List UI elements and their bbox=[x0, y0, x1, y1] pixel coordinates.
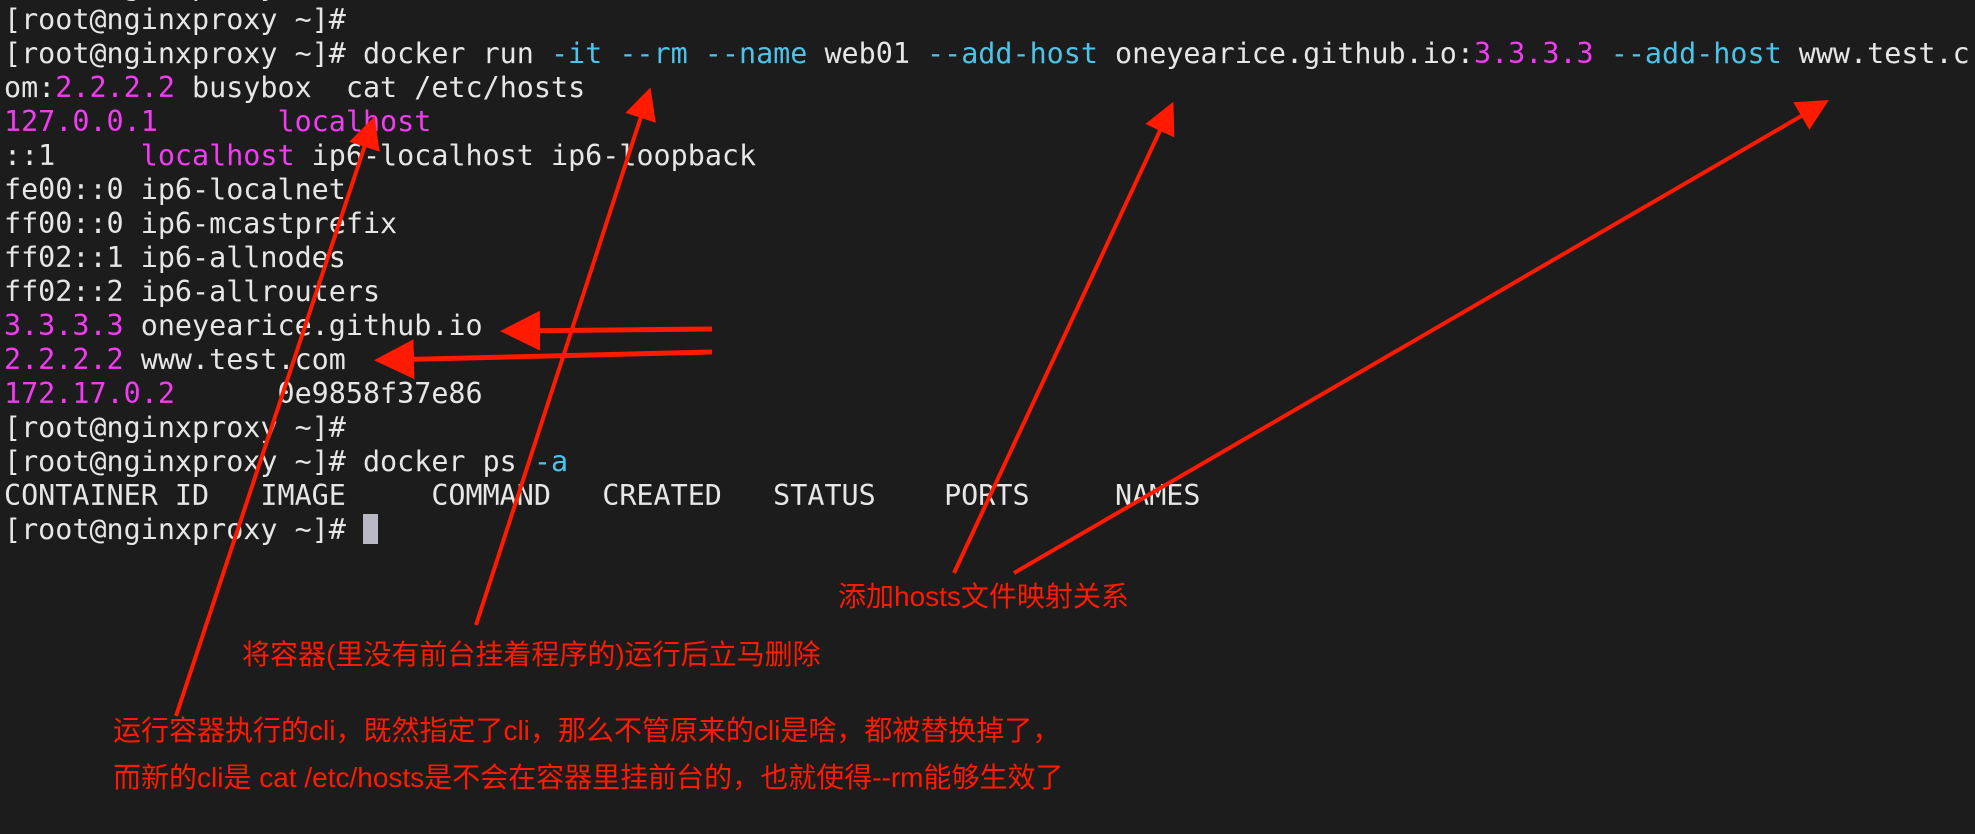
terminal-text: 0e9858f37e86 bbox=[174, 377, 483, 410]
terminal-text: -it --rm --name bbox=[550, 37, 808, 70]
annotation-rm-explain: 将容器(里没有前台挂着程序的)运行后立马删除 bbox=[242, 639, 821, 670]
terminal-text: -a bbox=[533, 445, 569, 478]
terminal-text: om: bbox=[4, 71, 56, 104]
terminal-text: [root@nginxproxy ~]# bbox=[4, 3, 346, 36]
terminal-text: oneyearice.github.io bbox=[123, 309, 483, 342]
terminal-text: --add-host bbox=[1610, 37, 1782, 70]
terminal-text: www.test.c bbox=[1781, 37, 1970, 70]
terminal-line: ::1 localhost ip6-localhost ip6-loopback bbox=[4, 139, 1970, 173]
terminal-text: ff02::1 ip6-allnodes bbox=[4, 241, 346, 274]
terminal-text: [root@nginxproxy ~]# bbox=[4, 411, 346, 444]
terminal-line: [root@nginxproxy ~]# bbox=[4, 411, 1970, 445]
terminal-line: [root@nginxproxy ~]# bbox=[4, 3, 1970, 37]
arrow-to-test-entry bbox=[374, 339, 713, 380]
terminal-line: ff02::2 ip6-allrouters bbox=[4, 275, 1970, 309]
arrow-to-oneyearice-entry bbox=[500, 310, 713, 351]
terminal-text: www.test.com bbox=[123, 343, 346, 376]
arrow-to-add-host-2 bbox=[1012, 99, 1829, 575]
terminal-text: --add-host bbox=[927, 37, 1098, 70]
terminal-text: ff02::2 ip6-allrouters bbox=[4, 275, 381, 308]
terminal-text: fe00::0 ip6-localnet bbox=[4, 173, 346, 206]
terminal-cursor bbox=[362, 514, 378, 544]
terminal-text: [root@nginxproxy ~]# bbox=[4, 0, 346, 2]
terminal-text: web01 bbox=[807, 37, 928, 70]
terminal-text: localhost bbox=[140, 139, 295, 172]
terminal-line: [root@nginxproxy ~]# bbox=[4, 0, 1970, 3]
terminal-line: fe00::0 ip6-localnet bbox=[4, 173, 1970, 207]
terminal-line: 2.2.2.2 www.test.com bbox=[4, 343, 1970, 377]
terminal-line: 172.17.0.2 0e9858f37e86 bbox=[4, 377, 1970, 411]
annotation-cli-line1: 运行容器执行的cli，既然指定了cli，那么不管原来的cli是啥，都被替换掉了， bbox=[113, 715, 1061, 746]
terminal-text: [root@nginxproxy ~]# bbox=[4, 513, 363, 546]
terminal-text: 3.3.3.3 bbox=[4, 309, 124, 342]
terminal-line: [root@nginxproxy ~]# docker run -it --rm… bbox=[4, 37, 1970, 71]
terminal-text: ip6-localhost ip6-loopback bbox=[294, 139, 757, 172]
terminal-line: [root@nginxproxy ~]# docker ps -a bbox=[4, 445, 1970, 479]
terminal-text: 2.2.2.2 bbox=[55, 71, 175, 104]
arrow-to-add-host-1 bbox=[952, 101, 1175, 574]
terminal-line: ff02::1 ip6-allnodes bbox=[4, 241, 1970, 275]
terminal-line: [root@nginxproxy ~]# bbox=[4, 513, 1970, 547]
arrow-to-cat-command bbox=[474, 87, 656, 626]
terminal-output[interactable]: [root@nginxproxy ~]#[root@nginxproxy ~]#… bbox=[4, 0, 1970, 547]
terminal-text: [root@nginxproxy ~]# docker run bbox=[4, 37, 551, 70]
terminal-text: 2.2.2.2 bbox=[4, 343, 124, 376]
terminal-line: ff00::0 ip6-mcastprefix bbox=[4, 207, 1970, 241]
terminal-line: om:2.2.2.2 busybox cat /etc/hosts bbox=[4, 71, 1970, 105]
annotation-hosts-mapping: 添加hosts文件映射关系 bbox=[838, 581, 1129, 612]
annotation-cli-line2: 而新的cli是 cat /etc/hosts是不会在容器里挂前台的，也就使得--… bbox=[113, 762, 1064, 793]
terminal-text: [root@nginxproxy ~]# docker ps bbox=[4, 445, 534, 478]
terminal-line: 3.3.3.3 oneyearice.github.io bbox=[4, 309, 1970, 343]
terminal-text: busybox cat /etc/hosts bbox=[174, 71, 586, 104]
terminal-text: 3.3.3.3 bbox=[1474, 37, 1594, 70]
terminal-text: 172.17.0.2 bbox=[4, 377, 175, 410]
terminal-text: ff00::0 ip6-mcastprefix bbox=[4, 207, 398, 240]
arrow-to-localhost bbox=[174, 116, 380, 717]
terminal-text: oneyearice.github.io: bbox=[1097, 37, 1474, 70]
terminal-text: ::1 bbox=[4, 139, 141, 172]
